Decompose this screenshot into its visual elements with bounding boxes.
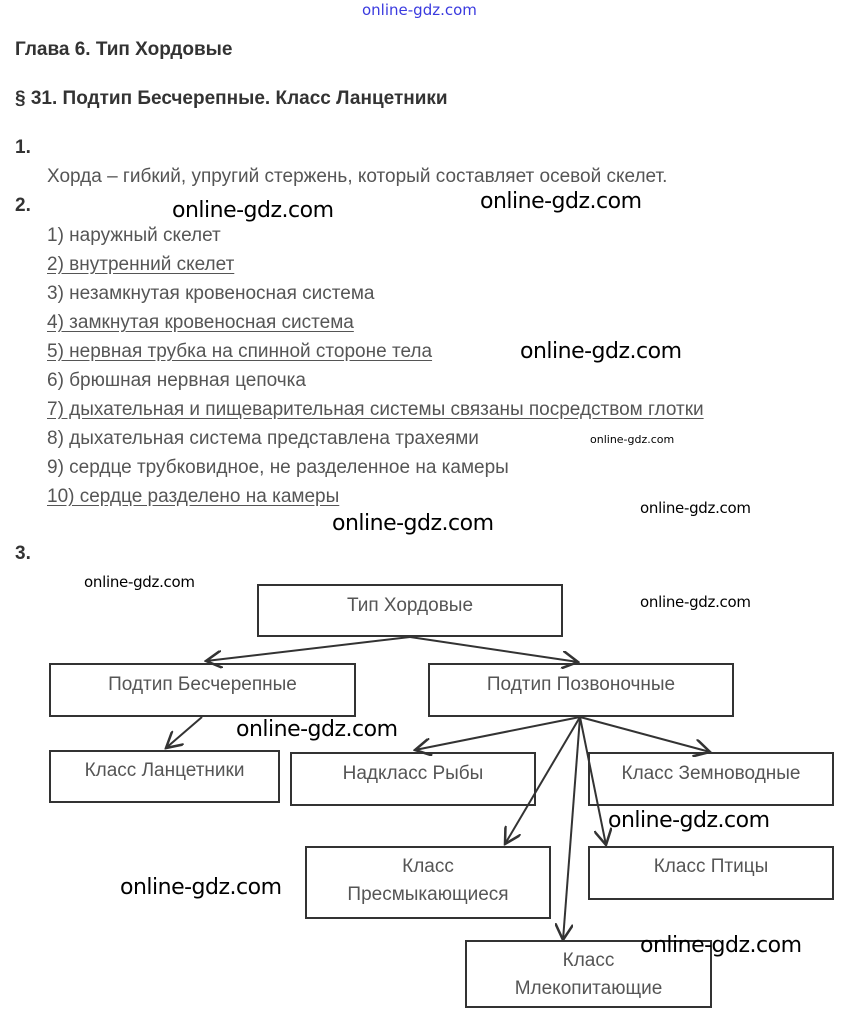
node-label: Пресмыкающиеся [347,884,509,905]
arrow [505,716,581,844]
watermark: online-gdz.com [480,189,642,214]
arrow [563,716,581,940]
task2-number: 2. [15,195,31,216]
node-label: Класс [402,856,454,877]
arrow [409,636,578,662]
watermark: online-gdz.com [172,198,334,223]
node-label: Подтип Бесчерепные [108,674,297,695]
watermark: online-gdz.com [332,511,494,536]
arrow [415,716,581,750]
task1-answer: Хорда – гибкий, упругий стержень, которы… [47,166,668,187]
watermark: online-gdz.com [640,499,751,517]
task3-number: 3. [15,543,31,564]
node-label: Класс Земноводные [621,763,801,784]
list-item: 1) наружный скелет [47,225,221,246]
watermark-top: online-gdz.com [362,1,477,19]
watermark: online-gdz.com [640,933,802,958]
list-item: 8) дыхательная система представлена трах… [47,428,479,449]
node-vertebrata: Подтип Позвоночные [428,663,734,717]
arrow [166,716,203,748]
node-label: Класс Птицы [653,856,769,877]
watermark: online-gdz.com [520,339,682,364]
watermark: online-gdz.com [84,573,195,591]
node-label: Класс Ланцетники [84,760,245,781]
arrow [579,716,606,845]
node-label: Надкласс Рыбы [342,763,484,784]
node-fish: Надкласс Рыбы [290,752,536,806]
list-item: 5) нервная трубка на спинной стороне тел… [47,341,433,362]
node-amphibians: Класс Земноводные [588,752,834,806]
list-item: 6) брюшная нервная цепочка [47,370,306,391]
list-item: 10) сердце разделено на камеры [47,486,340,507]
watermark: online-gdz.com [236,717,398,742]
watermark: online-gdz.com [590,433,675,446]
list-item: 2) внутренний скелет [47,254,235,275]
watermark: online-gdz.com [608,808,770,833]
list-item: 9) сердце трубковидное, не разделенное н… [47,457,509,478]
arrow [579,716,710,752]
node-chordata: Тип Хордовые [257,584,563,637]
watermark: online-gdz.com [640,593,751,611]
arrow [206,636,411,661]
node-label: Класс [562,950,615,971]
node-label: Тип Хордовые [346,595,474,616]
list-item: 3) незамкнутая кровеносная система [47,283,375,304]
node-lancelets: Класс Ланцетники [49,750,280,803]
node-label: Млекопитающие [514,978,663,999]
chapter-title: Глава 6. Тип Хордовые [15,39,233,60]
task1-number: 1. [15,137,31,158]
node-birds: Класс Птицы [588,846,834,900]
section-title: § 31. Подтип Бесчерепные. Класс Ланцетни… [15,88,448,109]
watermark: online-gdz.com [120,875,282,900]
node-acrania: Подтип Бесчерепные [49,663,356,717]
list-item: 7) дыхательная и пищеварительная системы… [47,399,704,420]
node-label: Подтип Позвоночные [486,674,676,695]
list-item: 4) замкнутая кровеносная система [47,312,354,333]
